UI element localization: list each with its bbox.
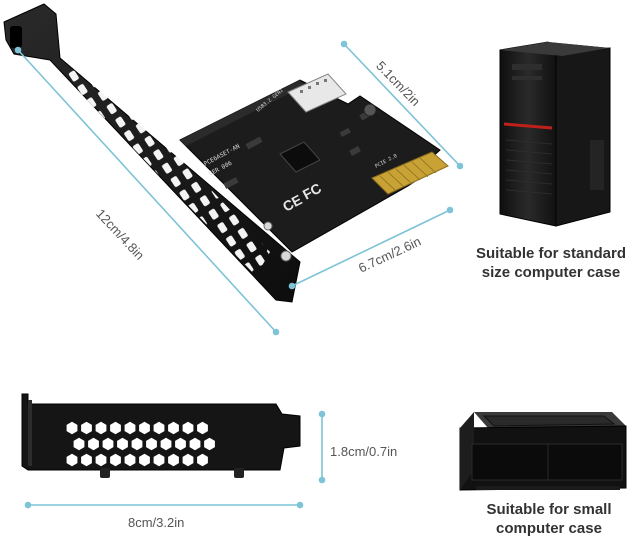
small-case [459, 412, 627, 491]
hex-hole [182, 421, 194, 435]
hex-hole [204, 437, 215, 451]
hex-hole [131, 437, 143, 451]
caption-standard-case: Suitable for standard size computer case [466, 244, 636, 282]
hex-hole [81, 421, 92, 435]
hex-hole [102, 437, 114, 451]
hex-hole [66, 453, 78, 467]
hex-hole [197, 453, 208, 467]
hex-hole [110, 453, 121, 467]
hex-hole [146, 437, 157, 451]
hex-hole [139, 453, 150, 467]
low-bracket-height-label: 1.8cm/0.7in [330, 444, 398, 459]
pcie-gold-fingers [371, 151, 449, 195]
hex-hole [153, 453, 165, 467]
hex-hole [182, 453, 194, 467]
dimension-lines-top [14, 40, 464, 336]
hex-hole [110, 421, 121, 435]
caption-small-line-1: Suitable for small [486, 501, 612, 518]
hex-hole [81, 453, 92, 467]
hex-hole [124, 453, 136, 467]
hex-hole [124, 421, 136, 435]
low-bracket-length-label: 8cm/3.2in [128, 515, 185, 530]
hex-hole [95, 421, 107, 435]
hex-hole [88, 437, 99, 451]
hex-hole [117, 437, 128, 451]
fc-mark: FC [300, 180, 324, 203]
caption-small-line-2: computer case [496, 520, 602, 537]
tower-case [499, 41, 611, 227]
hex-hole [175, 437, 186, 451]
hex-hole [95, 453, 107, 467]
hex-holes [66, 421, 215, 467]
hex-hole [168, 453, 179, 467]
low-profile-bracket [21, 393, 301, 478]
hex-hole [160, 437, 172, 451]
hex-hole [168, 421, 179, 435]
hex-hole [197, 421, 208, 435]
caption-small-case: Suitable for small computer case [474, 500, 624, 538]
usb-header-connector [287, 73, 347, 113]
pcie-card-full-height: PCE6ASET-AN VER 006 USB3.2 GEN1 PCIE 2.0… [3, 3, 449, 303]
hex-hole [73, 437, 85, 451]
caption-standard-line-2: size computer case [481, 264, 621, 281]
dimension-lines-bottom [24, 410, 326, 509]
controller-chip [279, 141, 321, 173]
hex-hole [153, 421, 165, 435]
hex-hole [66, 421, 78, 435]
caption-standard-line-1: Suitable for standard [475, 245, 627, 262]
hex-hole [139, 421, 150, 435]
hex-hole [189, 437, 201, 451]
